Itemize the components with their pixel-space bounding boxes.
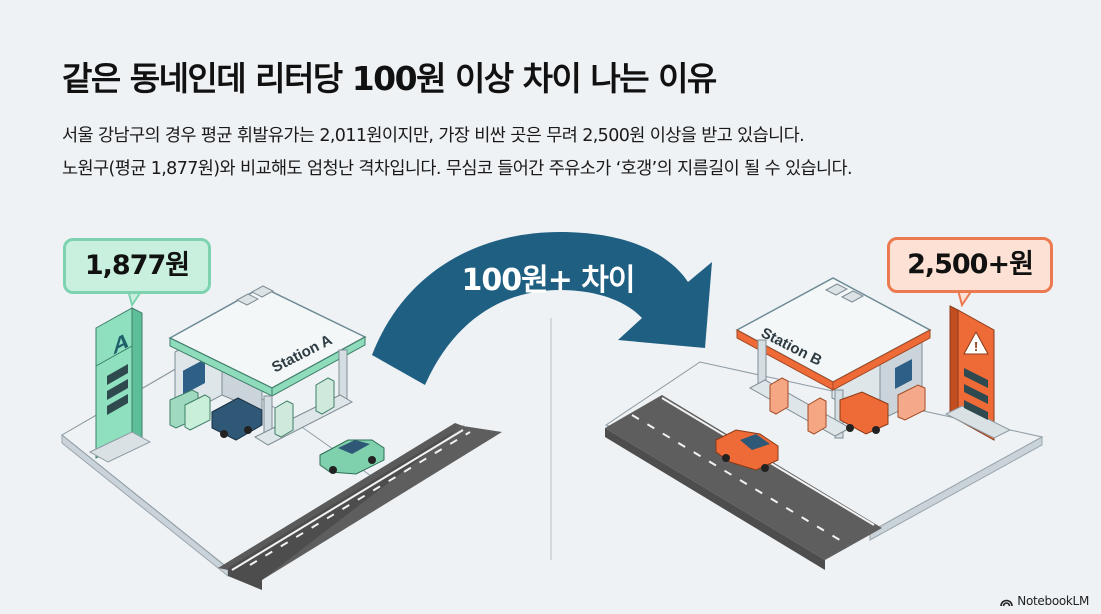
brand-name: NotebookLM <box>1017 594 1089 608</box>
fuel-pumps-b <box>769 377 827 435</box>
description: 서울 강남구의 경우 평균 휘발유가는 2,011원이지만, 가장 비싼 곳은 … <box>62 120 853 186</box>
description-line-2: 노원구(평균 1,877원)와 비교해도 엄청난 격차입니다. 무심코 들어간 … <box>62 159 853 179</box>
notebooklm-icon <box>1000 599 1014 606</box>
description-line-1: 서울 강남구의 경우 평균 휘발유가는 2,011원이지만, 가장 비싼 곳은 … <box>62 126 805 146</box>
price-bubble-b: 2,500+원 <box>887 237 1053 293</box>
fuel-pumps-a <box>274 377 335 438</box>
car-road-a <box>319 439 385 475</box>
car-road-b <box>715 429 779 472</box>
warning-icon <box>963 330 989 355</box>
station-b-scene: ! Station B <box>604 277 1044 570</box>
brand-logo: NotebookLM <box>1000 594 1089 608</box>
price-sign-b: ! <box>944 305 1012 441</box>
canopy-b <box>735 277 932 439</box>
page-title: 같은 동네인데 리터당 100원 이상 차이 나는 이유 <box>62 59 717 98</box>
station-a-scene: A <box>61 285 502 590</box>
difference-arrow: 100원+ 차이 <box>372 232 712 385</box>
sign-letter-a: A <box>113 327 129 360</box>
price-sign-a: A <box>88 307 152 463</box>
arrow-label: 100원+ 차이 <box>461 263 634 298</box>
car-parked-a <box>211 397 263 441</box>
car-parked-b <box>839 391 889 435</box>
road-a <box>218 423 502 590</box>
price-bubble-a: 1,877원 <box>63 238 211 294</box>
svg-text:!: ! <box>974 339 978 354</box>
